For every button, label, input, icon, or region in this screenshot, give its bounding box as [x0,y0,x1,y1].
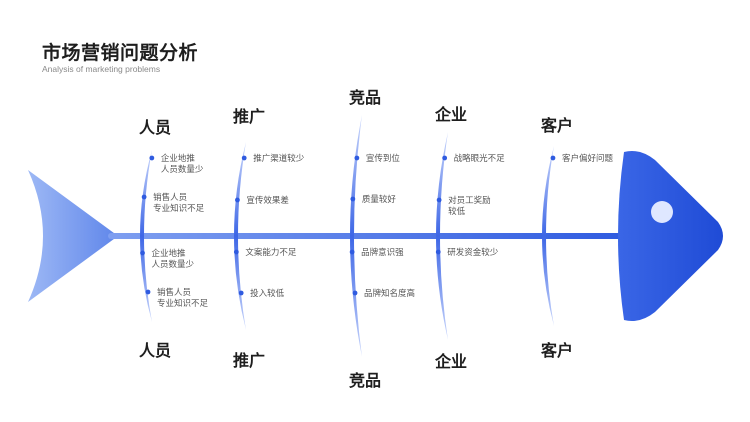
cause-item: 对员工奖励较低 [448,195,491,217]
cause-item: 宣传效果差 [246,195,289,206]
cause-item: 销售人员专业知识不足 [153,192,205,214]
cause-dot [235,197,240,203]
cause-item: 品牌知名度高 [364,288,415,299]
cause-dot [238,290,244,296]
cause-item: 宣传到位 [366,153,401,164]
cause-item: 投入较低 [250,288,285,299]
bone-top-label: 人员 [139,118,171,137]
cause-item: 研发资金较少 [447,247,499,258]
bone-bottom-label: 推广 [233,351,265,370]
cause-item: 企业地推人员数量少 [152,248,195,270]
cause-dot [141,194,147,200]
bone-top-label: 企业 [434,105,467,124]
cause-dot [349,249,355,255]
page-title: 市场营销问题分析 [42,42,199,64]
cause-dot [140,250,145,256]
bone-rib [350,115,362,357]
cause-dot [442,155,448,161]
bone-top-label: 竞品 [349,88,381,107]
cause-item: 文案能力不足 [245,247,297,258]
fish-tail [28,170,118,302]
fish-eye [651,201,673,223]
cause-item: 战略眼光不足 [454,153,506,164]
cause-item: 客户偏好问题 [562,153,614,164]
cause-dot [233,249,239,255]
cause-dot [435,249,441,255]
bone-bottom-label: 人员 [139,341,171,360]
page-subtitle: Analysis of marketing problems [42,64,161,74]
cause-item: 推广渠道较少 [253,153,305,164]
bone-rib [542,146,554,326]
fish-head [618,151,723,321]
bone-bottom-label: 客户 [541,341,573,360]
cause-dot [436,197,442,203]
cause-item: 销售人员专业知识不足 [157,287,209,309]
bone-bottom-label: 企业 [434,352,467,371]
cause-dot [145,289,151,295]
bone-rib [436,132,448,340]
bone-top-label: 客户 [541,116,573,135]
bone-rib [140,150,152,322]
fish-spine [108,233,628,239]
cause-dot [354,155,360,161]
cause-dot [352,290,358,296]
cause-dot [350,196,356,202]
cause-item: 质量较好 [362,194,397,205]
bone-rib [234,142,246,330]
cause-dot [241,155,247,161]
bones-layer: 人员人员企业地推人员数量少销售人员专业知识不足企业地推人员数量少销售人员专业知识… [139,88,613,390]
bone-bottom-label: 竞品 [349,371,381,390]
cause-dot [149,155,155,161]
cause-dot [550,155,556,161]
cause-item: 品牌意识强 [361,247,404,258]
bone-top-label: 推广 [233,107,265,126]
cause-item: 企业地推人员数量少 [161,153,204,175]
